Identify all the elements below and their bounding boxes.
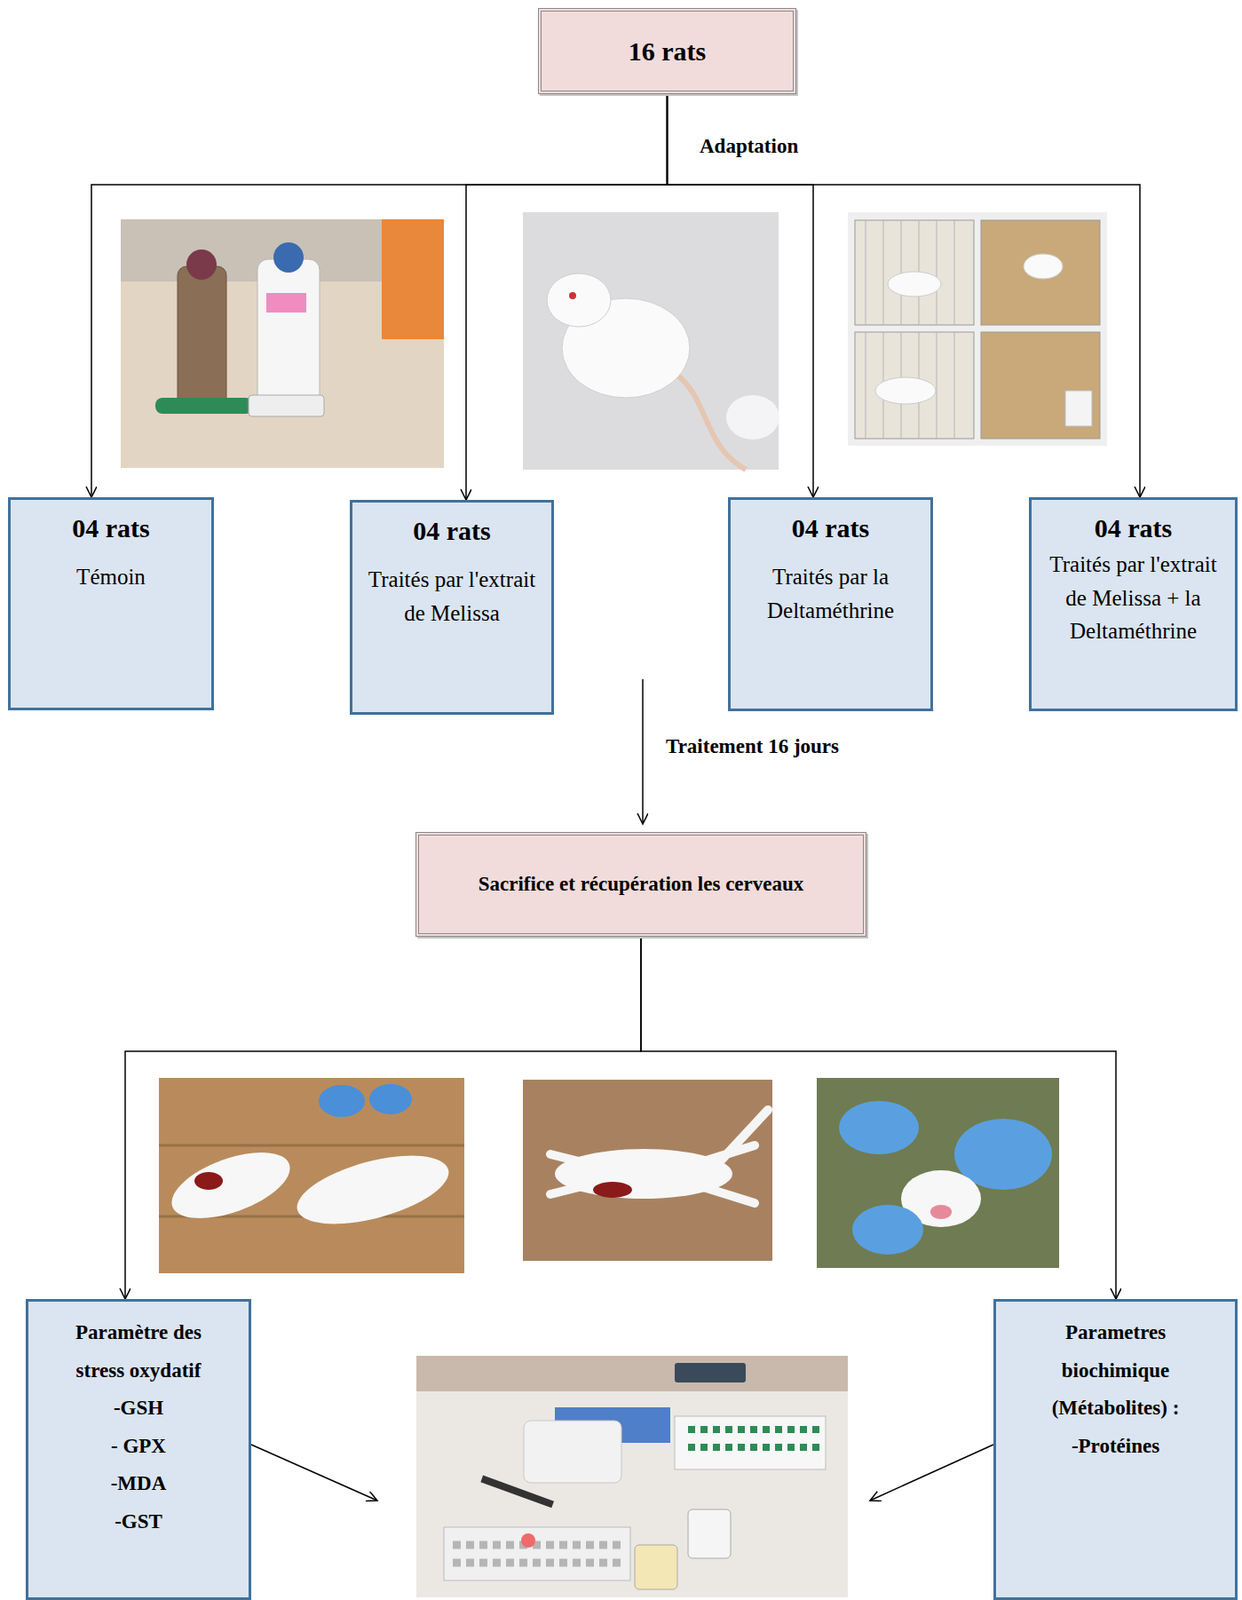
tubes (452, 1544, 622, 1563)
cage (980, 332, 1100, 439)
photo-cages (847, 212, 1108, 446)
box-heading: 04 rats (791, 512, 870, 545)
tube-rack (443, 1526, 631, 1581)
box-heading: 04 rats (412, 514, 491, 547)
box-heading: Sacrifice et récupération les cerveaux (478, 868, 805, 902)
photo-dissection (522, 1079, 773, 1261)
photo-ground (522, 212, 779, 470)
glove (838, 1100, 919, 1155)
box-text: -MDA (110, 1464, 167, 1504)
step-box: 16 rats (537, 7, 797, 95)
flow-connector (91, 94, 668, 498)
leader-arrow (870, 1444, 994, 1501)
box-text: -Protéines (1071, 1427, 1160, 1466)
group-box: Paramètre des stress oxydatif-GSH- GPX-M… (25, 1298, 252, 1600)
bottle-cap (273, 242, 304, 273)
box-text: Traités par l'extrait de Melissa (361, 562, 543, 630)
glove (852, 1204, 924, 1255)
glove (318, 1084, 365, 1117)
brown-bottle (177, 266, 227, 409)
cage (854, 332, 974, 439)
group-box: 04 ratsTémoin (7, 497, 214, 711)
flow-label: Adaptation (696, 134, 801, 159)
red-tube (521, 1533, 536, 1548)
group-box: Parametres biochimique (Métabolites) :-P… (993, 1298, 1238, 1600)
box-heading: Parametres biochimique (Métabolites) : (1022, 1313, 1209, 1428)
box-lid (674, 1362, 746, 1383)
rat-mouth (930, 1204, 952, 1219)
box-text: -GSH (113, 1389, 164, 1428)
rat-head (546, 273, 611, 327)
step-box: Sacrifice et récupération les cerveaux (415, 831, 867, 937)
marker-pen (480, 1475, 554, 1509)
box-heading: Paramètre des stress oxydatif (53, 1313, 224, 1390)
tray (523, 1420, 622, 1483)
photo-ground (158, 1077, 465, 1274)
photo-wall (416, 1355, 848, 1392)
green-tubes (688, 1429, 822, 1448)
photo-ground (847, 212, 1108, 446)
cage (980, 220, 1100, 325)
pipette-body (248, 395, 325, 417)
bottle-cap (186, 249, 217, 280)
beaker (688, 1509, 731, 1559)
photo-ground (120, 219, 444, 468)
photo-lab-bench (416, 1355, 848, 1598)
rat (1023, 253, 1063, 279)
white-bottle (257, 259, 320, 409)
box-text: Traités par l'extrait de Melissa + la De… (1038, 547, 1228, 649)
photo-ground (522, 1079, 773, 1261)
box-text: Témoin (76, 560, 146, 594)
flow-connector (466, 94, 668, 500)
glove (369, 1083, 412, 1115)
flow-connector (667, 94, 1141, 498)
rat (554, 1148, 733, 1199)
orange-box (381, 219, 444, 340)
group-box: 04 ratsTraités par l'extrait de Melissa … (1028, 497, 1238, 712)
group-box: 04 ratsTraités par l'extrait de Melissa (349, 499, 554, 715)
box-heading: 04 rats (71, 512, 150, 545)
cage-grid (865, 220, 955, 439)
blood-spot (194, 1171, 223, 1190)
photo-reagents (120, 219, 444, 468)
flow-connector (640, 936, 1116, 1299)
bottle-shape (726, 395, 780, 440)
bottle-shape (1065, 390, 1092, 427)
rat (875, 377, 936, 404)
box-heading: 16 rats (628, 35, 706, 68)
photo-ground (416, 1355, 848, 1598)
flow-arrow (641, 679, 644, 824)
box-text: Traités par la Deltaméthrine (739, 560, 922, 627)
box-text: -GST (114, 1503, 163, 1542)
cage (854, 220, 974, 325)
photo-ground (816, 1077, 1060, 1268)
group-box: 04 ratsTraités par la Deltaméthrine (727, 497, 934, 712)
photo-rat (522, 212, 780, 470)
flow-connector (125, 936, 641, 1299)
bottle-label (266, 292, 307, 313)
leader-arrow (251, 1444, 378, 1501)
photo-sacrifice (816, 1077, 1060, 1268)
rat (290, 1141, 457, 1237)
flow-label: Traitement 16 jours (663, 735, 842, 759)
rat-limbs (550, 1109, 768, 1203)
box-heading: 04 rats (1094, 512, 1172, 545)
rat (887, 271, 942, 297)
rat-eye (569, 292, 577, 300)
beaker (634, 1544, 678, 1590)
photo-dissection (158, 1077, 465, 1274)
flow-connector (667, 94, 815, 498)
pipette (155, 397, 254, 414)
blood-spot (593, 1181, 633, 1198)
rat (163, 1139, 299, 1232)
box-text: - GPX (110, 1427, 167, 1466)
tube-rack (674, 1416, 826, 1470)
